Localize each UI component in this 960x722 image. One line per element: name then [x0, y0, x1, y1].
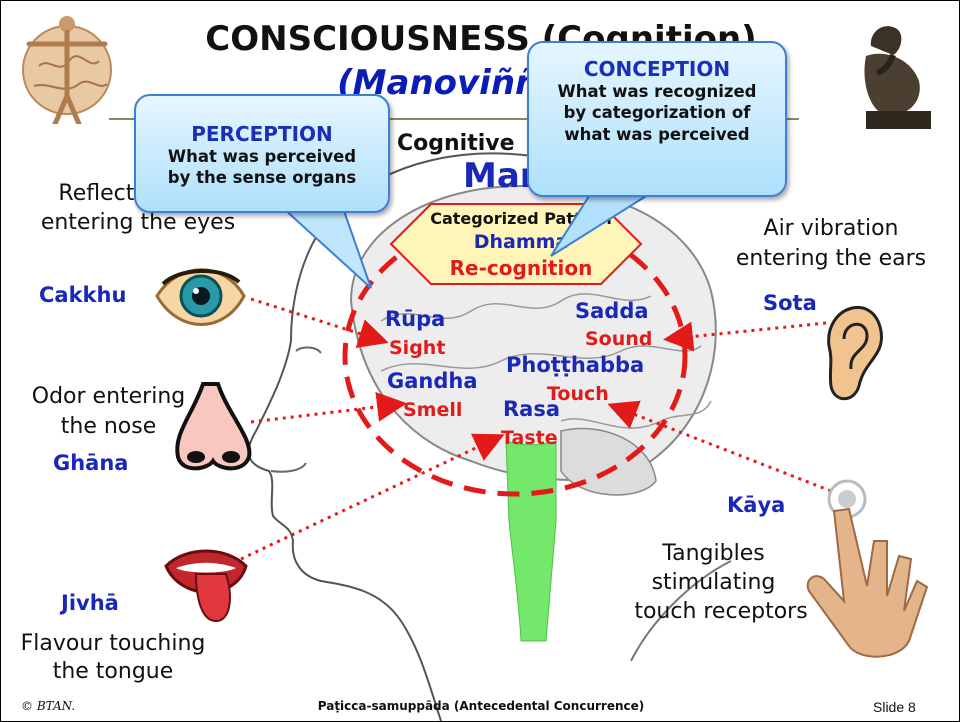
slide-number: Slide 8	[873, 699, 916, 715]
slide-title-line1: CONSCIOUSNESS (Cognition)	[1, 19, 960, 59]
cognitive-label: Cognitive	[397, 131, 515, 156]
perception-callout-pointer	[281, 206, 381, 296]
smell-label: Smell	[403, 399, 462, 421]
conception-line3: what was perceived	[529, 124, 785, 145]
sound-label: Sound	[585, 328, 652, 350]
tongue-description-line2: the tongue	[3, 659, 223, 686]
hand-touch-icon	[789, 471, 939, 661]
body-description-line2: stimulating	[641, 570, 786, 597]
perception-callout: PERCEPTION What was perceived by the sen…	[134, 94, 390, 213]
taste-label: Taste	[501, 427, 558, 449]
gandha-label: Gandha	[387, 369, 478, 393]
perception-line2: by the sense organs	[136, 167, 388, 188]
nose-icon	[163, 379, 263, 479]
ear-description-line2: entering the ears	[721, 246, 941, 273]
body-description-line1: Tangibles	[641, 541, 786, 568]
tongue-mouth-icon	[161, 541, 251, 626]
conception-callout-pointer	[546, 191, 656, 261]
ear-description-line1: Air vibration	[721, 216, 941, 243]
rasa-label: Rasa	[503, 397, 560, 421]
footer-copyright: © BTAN.	[21, 699, 75, 713]
eye-icon	[149, 256, 249, 341]
sadda-label: Sadda	[575, 299, 649, 323]
conception-line1: What was recognized	[529, 81, 785, 102]
sight-label: Sight	[389, 337, 445, 359]
jivha-label: Jivhā	[61, 591, 119, 615]
photthabba-label: Phoṭṭhabba	[506, 353, 644, 377]
eye-description-line2: entering the eyes	[23, 210, 253, 237]
tongue-description-line1: Flavour touching	[3, 631, 223, 658]
ear-icon	[819, 291, 889, 406]
perception-line1: What was perceived	[136, 146, 388, 167]
conception-callout: CONCEPTION What was recognized by catego…	[527, 41, 787, 197]
kaya-label: Kāya	[727, 493, 785, 517]
conception-heading: CONCEPTION	[529, 57, 785, 81]
conception-line2: by categorization of	[529, 102, 785, 123]
ghana-label: Ghāna	[53, 451, 128, 475]
sota-label: Sota	[763, 291, 817, 315]
rupa-label: Rūpa	[385, 307, 445, 331]
cakkhu-label: Cakkhu	[39, 283, 126, 307]
footer-title: Paṭicca-samuppāda (Antecedental Concurre…	[281, 699, 681, 713]
perception-heading: PERCEPTION	[136, 122, 388, 146]
